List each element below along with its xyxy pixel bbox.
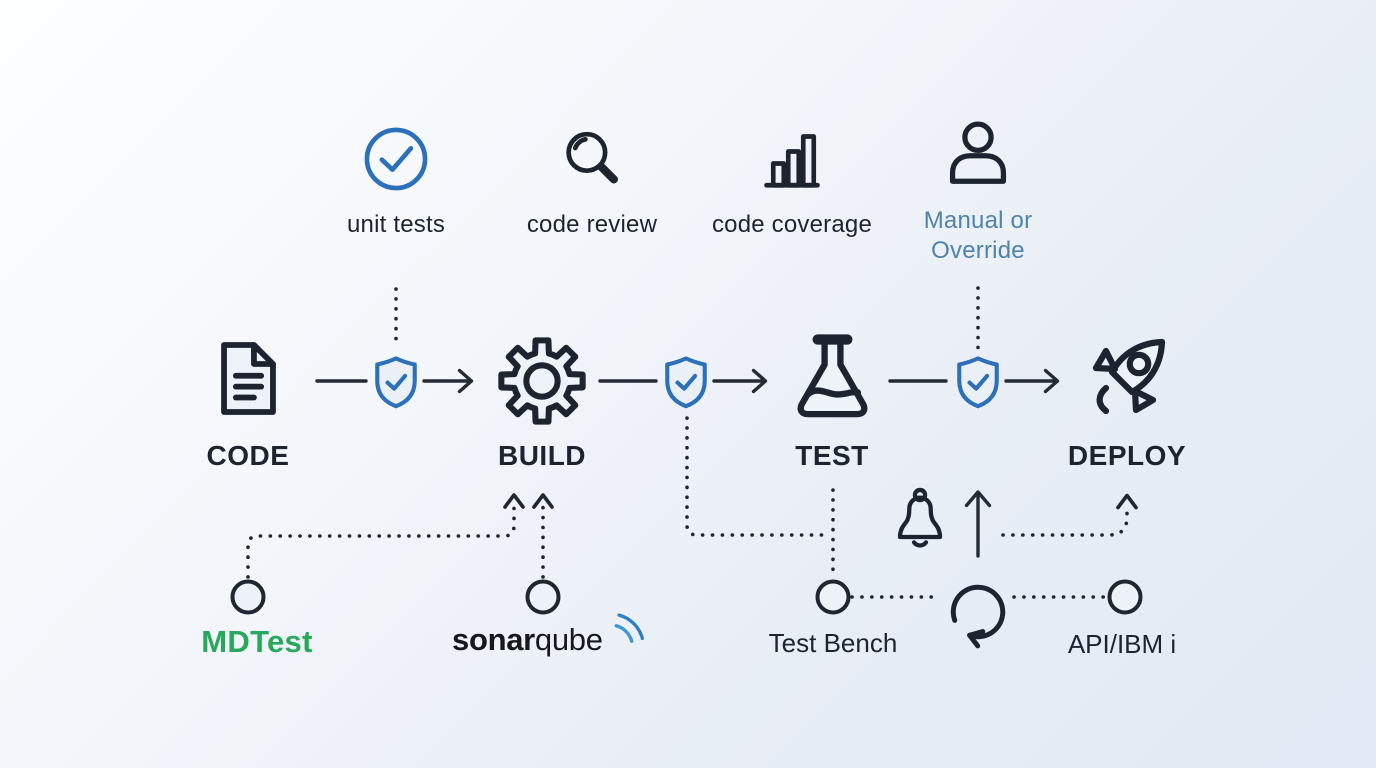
bell-icon bbox=[897, 487, 943, 548]
stage-label-deploy: DEPLOY bbox=[1067, 440, 1187, 471]
gate-label-code-review: code review bbox=[526, 211, 658, 238]
stage-label-build: BUILD bbox=[497, 440, 587, 471]
flask-icon bbox=[797, 334, 868, 418]
stage-label-code: CODE bbox=[206, 440, 290, 471]
gate-label-code-coverage: code coverage bbox=[711, 211, 873, 238]
gate-unit-tests: unit tests bbox=[296, 118, 496, 240]
tool-label-test-bench: Test Bench bbox=[768, 628, 898, 658]
person-icon bbox=[949, 121, 1007, 184]
bar-chart-icon bbox=[764, 134, 820, 188]
gate-label-manual-override: Manual or Override bbox=[923, 207, 1033, 264]
document-icon bbox=[221, 342, 276, 415]
tool-label-mdtest: MDTest bbox=[201, 624, 313, 659]
tool-label-sonarqube: sonarqube bbox=[452, 622, 603, 657]
rocket-icon bbox=[1092, 338, 1166, 415]
gate-code-review: code review bbox=[492, 118, 692, 240]
magnifier-icon bbox=[566, 131, 618, 184]
gear-icon bbox=[498, 337, 586, 425]
gate-manual-override: Manual or Override bbox=[878, 114, 1078, 266]
refresh-icon bbox=[950, 584, 1006, 649]
shield-check-icon bbox=[665, 356, 707, 409]
sonar-waves-icon bbox=[614, 613, 645, 643]
tool-label-api-ibmi: API/IBM i bbox=[1067, 629, 1177, 659]
check-circle-icon bbox=[364, 127, 428, 191]
shield-check-icon bbox=[957, 356, 999, 409]
gate-label-unit-tests: unit tests bbox=[346, 211, 446, 238]
shield-check-icon bbox=[375, 356, 417, 409]
gate-code-coverage: code coverage bbox=[692, 118, 892, 240]
stage-label-test: TEST bbox=[795, 440, 869, 471]
